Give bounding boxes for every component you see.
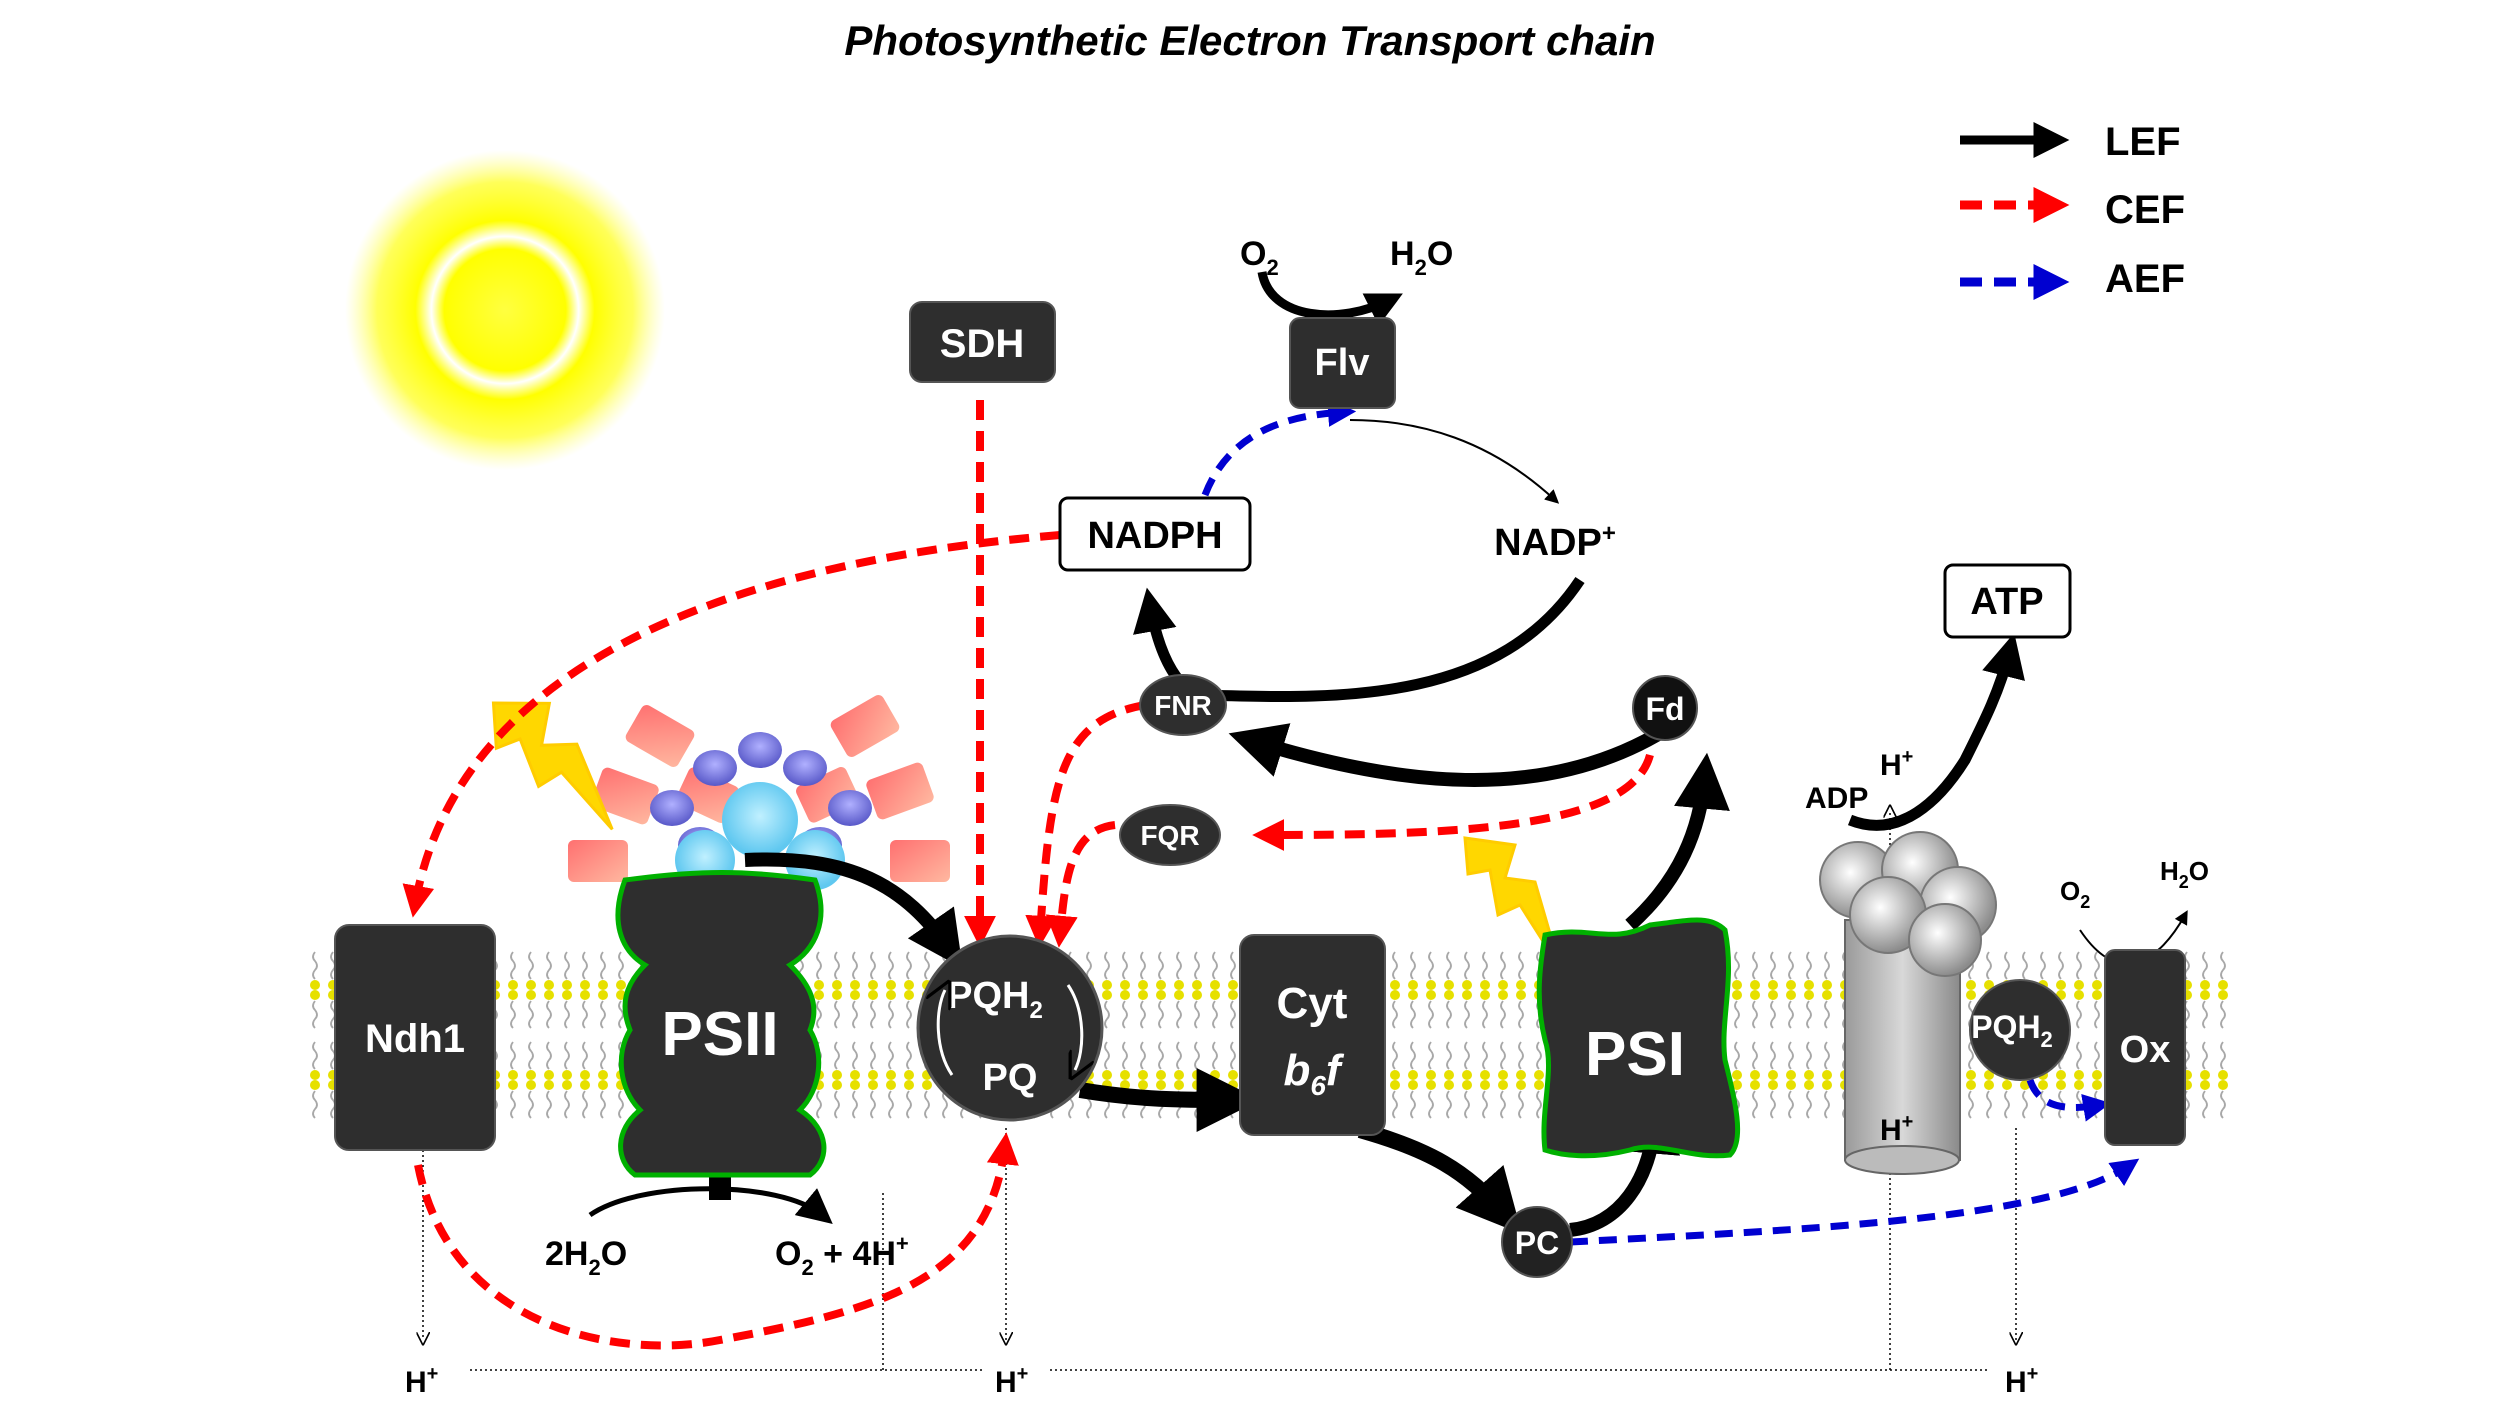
pq-pool: PQH2 PQ [916,934,1104,1122]
h-plus-atp-top: H+ [1880,746,1913,782]
cyt-label-line2: b6f [1283,1046,1344,1101]
h-plus-bottom-middle: H+ [995,1363,1028,1399]
pqh2-small [1969,979,2071,1081]
page-title: Photosynthetic Electron Transport chain [844,17,1655,64]
sun-icon [345,150,665,470]
pq-top-label: PQH2 [947,975,1043,1024]
ox-label: Ox [2120,1029,2171,1071]
psi-label: PSI [1585,1020,1685,1089]
atp-synthase [1819,831,1997,1175]
fd-label: Fd [1645,691,1684,727]
fqr-label: FQR [1140,820,1199,851]
adp-label: ADP [1805,782,1868,815]
atp-box [1943,563,2072,639]
fqr-complex [1119,804,1221,866]
atp-label: ATP [1970,581,2043,623]
legend-label-cef: CEF [2105,188,2185,232]
pqh2-small-label: PQH2 [1971,1009,2053,1052]
cyt-b6f-complex [1239,934,1386,1136]
ox-h2o-label: H2O [2160,856,2209,892]
pc-complex [1501,1206,1573,1278]
psii-complex [615,870,827,1178]
h-plus-bottom-left: H+ [405,1363,438,1399]
aef-arrows [1201,398,2140,1246]
o2-out-label: O2 + 4H+ [775,1231,909,1280]
cyt-label-line1: Cyt [1277,979,1348,1028]
lightning-icon [1463,836,1562,969]
psii-label: PSII [661,1000,778,1069]
pc-label: PC [1515,1225,1559,1261]
flv-h2o-label: H2O [1390,235,1453,280]
sdh-label: SDH [940,322,1024,366]
h-plus-atp-bottom: H+ [1880,1111,1913,1147]
lightning-icon [491,701,614,831]
psi-complex [1536,917,1741,1159]
h-plus-bottom-right: H+ [2005,1363,2038,1399]
sdh-complex [909,301,1056,383]
ox-o2-label: O2 [2060,876,2090,912]
legend-label-lef: LEF [2105,120,2181,164]
flv-complex [1289,317,1396,409]
cef-arrows [402,400,1654,1350]
legend-label-aef: AEF [2105,257,2185,301]
ndh1-label: Ndh1 [365,1017,465,1061]
fnr-complex [1139,674,1227,736]
ox-complex [2104,949,2186,1146]
water-in-label: 2H2O [545,1235,627,1280]
ndh1-complex [334,924,496,1151]
pq-bottom-label: PQ [983,1057,1038,1099]
nadph-label: NADPH [1087,515,1222,557]
legend: LEF CEF AEF [1960,120,2185,301]
fnr-label: FNR [1154,690,1212,721]
flv-o2-label: O2 [1240,235,1279,280]
flv-label: Flv [1315,342,1370,384]
fd-complex [1632,675,1698,741]
nadph-box [1058,496,1252,572]
phycobilisome-antenna [568,695,950,890]
nadp-label: NADP+ [1494,520,1616,564]
